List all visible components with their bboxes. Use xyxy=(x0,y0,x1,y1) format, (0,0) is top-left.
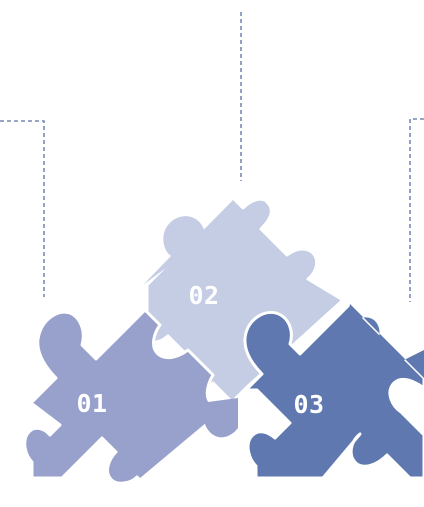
connector-lines xyxy=(0,12,424,302)
puzzle-piece-02-knob-top xyxy=(143,216,233,285)
connector-line-left xyxy=(0,120,45,297)
piece-label-03: 03 xyxy=(293,390,324,419)
piece-label-02: 02 xyxy=(188,281,219,310)
puzzle-piece-01-shape xyxy=(23,308,240,485)
piece-label-01: 01 xyxy=(76,389,107,418)
puzzle-piece-01-notch-right xyxy=(203,398,238,438)
puzzle-piece-03-knob-right xyxy=(346,304,424,378)
connector-line-right xyxy=(409,118,424,302)
puzzle-piece-03-shape xyxy=(243,302,424,480)
puzzle-piece-03: 03 xyxy=(243,302,424,480)
puzzle-piece-01: 01 xyxy=(23,308,240,485)
